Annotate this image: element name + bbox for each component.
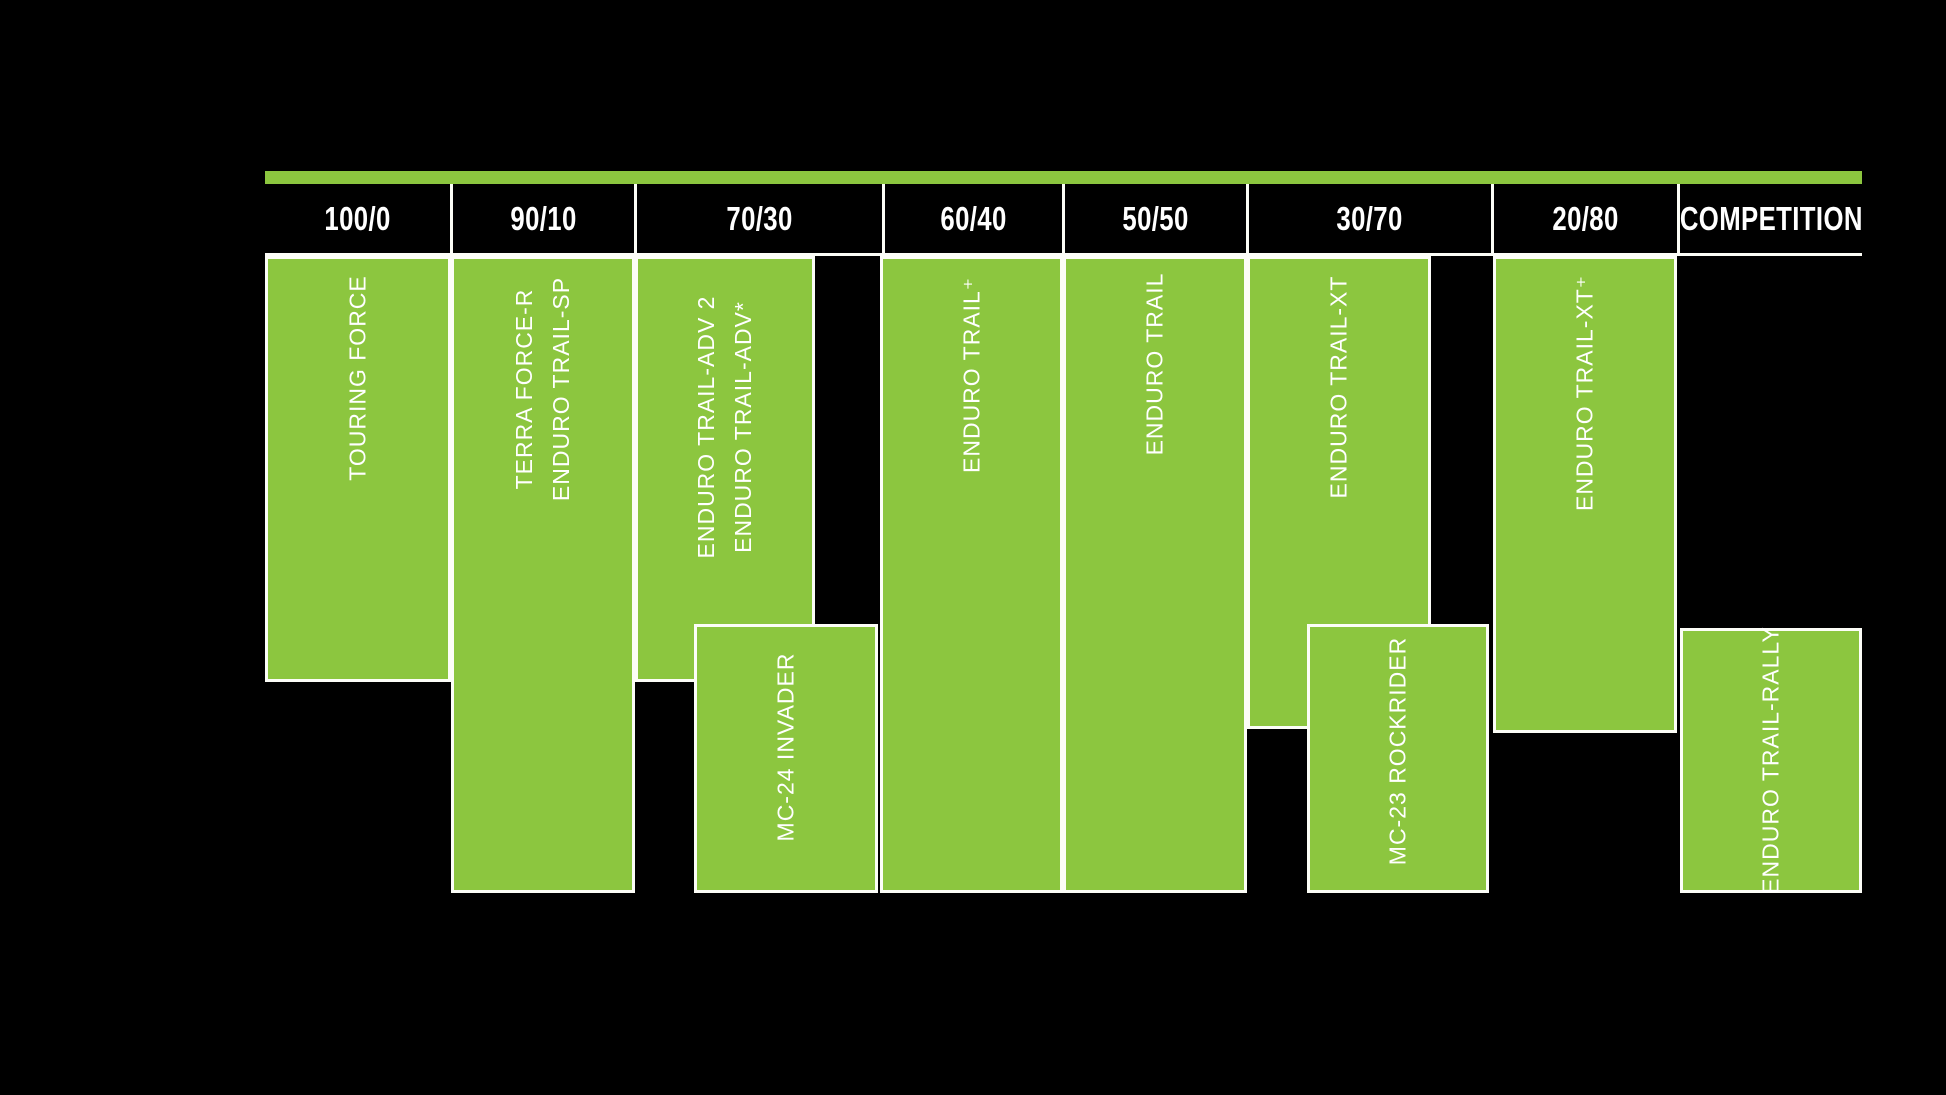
header-cell-30-70: 30/70 <box>1246 184 1491 253</box>
product-label: TOURING FORCE <box>344 275 371 481</box>
product-block-touring-force: TOURING FORCE <box>265 256 451 682</box>
header-cell-100-0: 100/0 <box>265 184 450 253</box>
product-label: ENDURO TRAIL-ADV 2 ENDURO TRAIL-ADV* <box>688 296 762 559</box>
product-label: ENDURO TRAIL-RALLY <box>1757 626 1784 894</box>
ratio-label: 50/50 <box>1122 199 1189 237</box>
accent-bar <box>265 171 1862 184</box>
ratio-label: 100/0 <box>324 199 391 237</box>
product-block-enduro-trail-adv: ENDURO TRAIL-ADV 2 ENDURO TRAIL-ADV* <box>635 256 815 682</box>
product-label: ENDURO TRAIL-XT <box>1325 275 1352 499</box>
header-cell-60-40: 60/40 <box>882 184 1062 253</box>
product-label-line: ENDURO TRAIL-ADV* <box>730 301 756 553</box>
product-block-mc23-rockrider: MC-23 ROCKRIDER <box>1307 624 1489 893</box>
product-label: TERRA FORCE-R ENDURO TRAIL-SP <box>506 277 580 501</box>
product-block-enduro-trail: ENDURO TRAIL <box>1063 256 1247 893</box>
header-cell-70-30: 70/30 <box>634 184 882 253</box>
ratio-label: 20/80 <box>1552 199 1619 237</box>
product-block-mc24-invader: MC-24 INVADER <box>694 624 878 893</box>
header-cell-50-50: 50/50 <box>1062 184 1246 253</box>
product-block-enduro-trail-xt-plus: ENDURO TRAIL-XT⁺ <box>1493 256 1677 733</box>
product-label-line: TERRA FORCE-R <box>511 288 537 490</box>
header-cell-20-80: 20/80 <box>1491 184 1677 253</box>
product-block-terra-force-r: TERRA FORCE-R ENDURO TRAIL-SP <box>451 256 635 893</box>
product-block-enduro-trail-plus: ENDURO TRAIL⁺ <box>880 256 1063 893</box>
header-cell-competition: COMPETITION <box>1677 184 1862 253</box>
ratio-label: 60/40 <box>940 199 1007 237</box>
ratio-label: 90/10 <box>510 199 577 237</box>
product-label: ENDURO TRAIL⁺ <box>958 277 984 473</box>
product-block-enduro-trail-rally: ENDURO TRAIL-RALLY <box>1680 626 1862 894</box>
product-label: ENDURO TRAIL-XT⁺ <box>1571 274 1598 512</box>
product-label-line: ENDURO TRAIL-ADV 2 <box>693 295 719 559</box>
ratio-label: COMPETITION <box>1679 199 1863 237</box>
header-cell-90-10: 90/10 <box>450 184 634 253</box>
product-label: MC-24 INVADER <box>772 652 799 842</box>
ratio-label: 70/30 <box>726 199 793 237</box>
header-underline <box>265 253 1862 256</box>
product-label: ENDURO TRAIL <box>1141 272 1168 456</box>
ratio-label: 30/70 <box>1336 199 1404 237</box>
product-label-line: ENDURO TRAIL-SP <box>548 276 574 502</box>
product-label: MC-23 ROCKRIDER <box>1384 636 1411 866</box>
